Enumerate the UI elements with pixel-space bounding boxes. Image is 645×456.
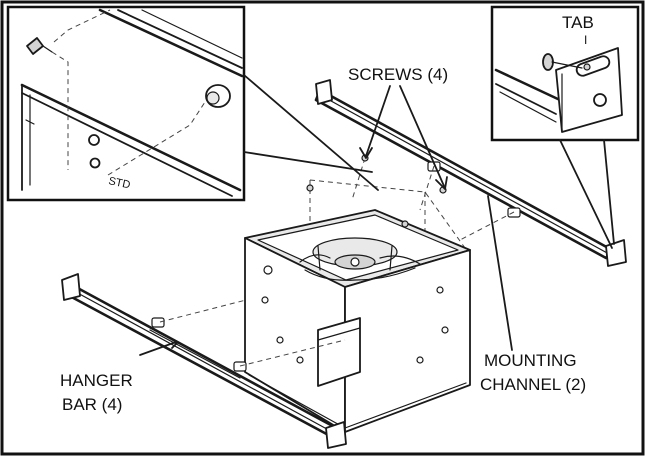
hanger-bar-label-line1: HANGER	[60, 371, 133, 390]
mounting-channel-label-line1: MOUNTING	[484, 351, 577, 370]
hanger-bar-leader	[139, 337, 179, 356]
inset-leader-lines	[243, 74, 379, 191]
mounting-channel-leader	[487, 195, 513, 351]
alignment-lines	[159, 157, 515, 367]
fan-housing	[244, 179, 471, 433]
hanger-bar	[61, 273, 347, 449]
screws-arrow-right	[399, 85, 445, 187]
screws-arrow-right-head	[435, 176, 448, 190]
tab-leader-lines	[559, 139, 615, 249]
tab-label: TAB	[562, 13, 594, 32]
screws-arrow-left	[365, 85, 391, 157]
hanger-bar-label-line2: BAR (4)	[62, 395, 122, 414]
screws-label: SCREWS (4)	[348, 65, 448, 84]
screws-arrow-left-head	[359, 147, 373, 159]
mounting-channel-label-line2: CHANNEL (2)	[480, 375, 586, 394]
detail-inset-left	[6, 5, 246, 202]
std-label: STD	[107, 175, 131, 191]
detail-inset-tab	[490, 5, 640, 142]
tab-marker: I	[584, 33, 587, 47]
